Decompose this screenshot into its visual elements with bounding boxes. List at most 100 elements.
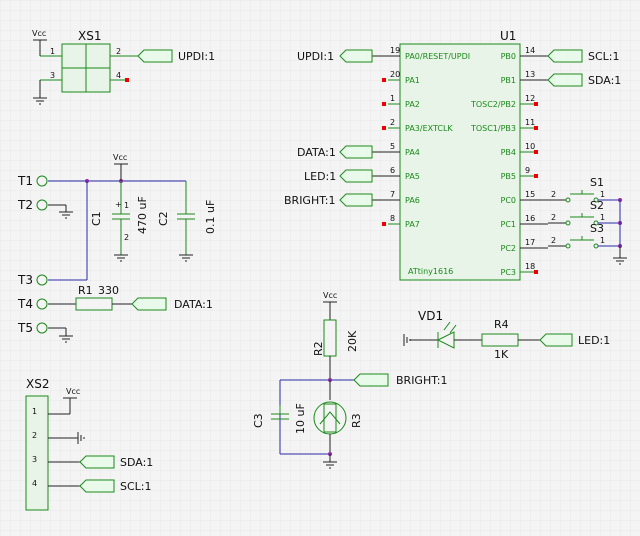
pin-name: PB1	[501, 76, 516, 85]
terminal-label: T2	[17, 198, 33, 212]
xs2-connector[interactable]: XS2 1 2 3 4 Vcc SDA:1 SCL:1	[25, 377, 153, 511]
terminal-t1[interactable]: T1	[17, 174, 48, 188]
u1-microcontroller[interactable]: U1 ATtiny1616 19PA0/RESET/UPDI20PA11PA22…	[372, 29, 549, 281]
pin-name: PA6	[405, 196, 420, 205]
r3-ref: R3	[350, 413, 363, 428]
pin-number: 9	[525, 166, 530, 175]
vcc-label-xs2: Vcc	[66, 387, 80, 396]
terminal-pad[interactable]	[36, 298, 48, 310]
svg-text:1: 1	[50, 47, 55, 56]
vd1-ref: VD1	[418, 309, 443, 323]
svg-text:3: 3	[32, 455, 37, 464]
svg-text:UPDI:1: UPDI:1	[297, 50, 334, 63]
bright-flag	[353, 373, 389, 387]
svg-text:DATA:1: DATA:1	[297, 146, 336, 159]
pin-number: 5	[390, 142, 395, 151]
c1-value: 470 uF	[136, 196, 149, 234]
led-flag	[539, 333, 573, 347]
xs2-ref: XS2	[26, 377, 49, 391]
pin-name: PA4	[405, 148, 420, 157]
pin-name: PA5	[405, 172, 420, 181]
pin-name: PA2	[405, 100, 420, 109]
svg-text:4: 4	[116, 71, 121, 80]
light-sensor-section[interactable]: Vcc R2 20K BRIGHT:1 R3 C3 10 uF	[252, 291, 447, 469]
svg-text:SDA:1: SDA:1	[120, 456, 153, 469]
pin-number: 12	[525, 94, 535, 103]
xs1-ref: XS1	[78, 29, 101, 43]
pin-number: 18	[525, 262, 535, 271]
r1-ref: R1	[78, 284, 93, 297]
terminal-t3[interactable]: T3	[17, 273, 48, 287]
svg-text:SCL:1: SCL:1	[120, 480, 152, 493]
xs1-connector[interactable]: XS1 1 2 3 4 Vcc UPDI:1	[32, 29, 215, 105]
svg-text:BRIGHT:1: BRIGHT:1	[396, 374, 447, 387]
xs1-vcc-label: Vcc	[32, 29, 46, 38]
u1-body	[399, 43, 521, 281]
pin-number: 19	[390, 46, 400, 55]
r1-body	[75, 297, 113, 311]
r4-body	[481, 333, 519, 347]
terminal-t5[interactable]: T5	[17, 321, 48, 335]
c2-ref: C2	[157, 211, 170, 226]
pin-name: PA7	[405, 220, 420, 229]
pin-name: PC0	[501, 196, 517, 205]
pin-number: 6	[390, 166, 395, 175]
svg-text:4: 4	[32, 479, 37, 488]
nc-marker	[382, 222, 386, 226]
pin-number: 16	[525, 214, 535, 223]
u1-ref: U1	[500, 29, 516, 43]
nc-marker	[534, 126, 538, 130]
svg-text:UPDI:1: UPDI:1	[178, 50, 215, 63]
r2-body	[323, 319, 337, 357]
svg-text:1: 1	[600, 190, 605, 199]
terminal-t2[interactable]: T2	[17, 198, 48, 212]
pin-number: 17	[525, 238, 535, 247]
terminal-pad[interactable]	[36, 274, 48, 286]
svg-text:1: 1	[600, 213, 605, 222]
u1-led-flag: LED:1	[304, 169, 373, 183]
terminal-label: T3	[17, 273, 33, 287]
terminal-pad[interactable]	[36, 199, 48, 211]
nc-marker	[382, 126, 386, 130]
pin-name: TOSC1/PB3	[470, 124, 516, 133]
xs2-scl-flag	[79, 479, 115, 493]
r1-data-flag	[131, 297, 167, 311]
svg-text:2: 2	[551, 236, 556, 245]
xs1-updi-flag	[137, 49, 173, 63]
terminal-pad[interactable]	[36, 322, 48, 334]
pin-name: PA3/EXTCLK	[405, 124, 453, 133]
led-section[interactable]: VD1 R4 1K LED:1	[403, 309, 610, 361]
nc-marker	[382, 78, 386, 82]
svg-text:1: 1	[124, 201, 129, 210]
terminal-pad[interactable]	[36, 175, 48, 187]
u1-sda-flag: SDA:1	[547, 73, 621, 87]
r4-value: 1K	[494, 348, 509, 361]
terminal-t4[interactable]: T4	[17, 297, 48, 311]
u1-bright-flag: BRIGHT:1	[284, 193, 373, 207]
r3-body	[313, 401, 347, 435]
